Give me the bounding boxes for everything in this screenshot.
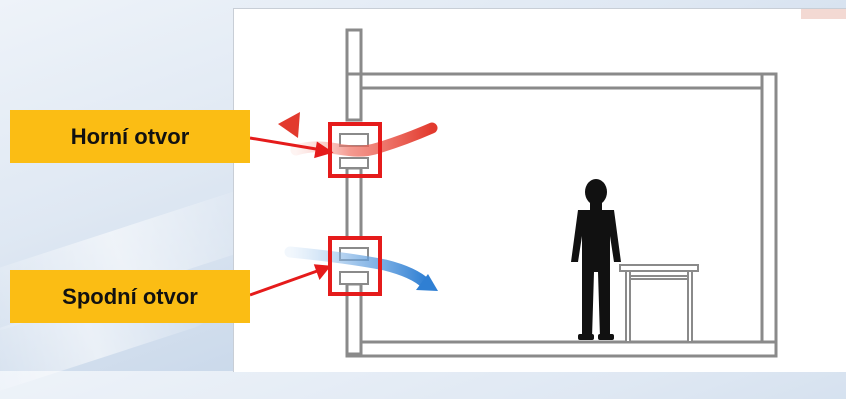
upper-callout-line — [249, 136, 323, 152]
upper-opening-label: Horní otvor — [10, 110, 250, 163]
cool-air-arrowhead — [416, 274, 438, 291]
person-silhouette — [571, 179, 621, 340]
lower-opening-sill — [339, 271, 369, 285]
openings — [339, 133, 369, 285]
building — [345, 28, 778, 358]
callout-arrows — [249, 136, 334, 297]
right-wall — [760, 72, 778, 358]
lower-opening-label: Spodní otvor — [10, 270, 250, 323]
ventilation-diagram — [249, 28, 778, 358]
corner-tab — [801, 9, 846, 19]
lower-callout-line — [249, 268, 321, 297]
upper-opening-sill — [339, 157, 369, 169]
upper-opening-frame — [339, 133, 369, 147]
diagram-panel — [233, 8, 846, 372]
cool-air-arrow — [284, 246, 432, 290]
upper-callout-arrowhead — [314, 141, 334, 159]
upper-opening-highlight — [328, 122, 382, 178]
warm-air-arrowhead — [278, 112, 300, 138]
lower-callout-arrowhead — [313, 264, 331, 281]
cool-air-flow — [284, 246, 438, 291]
roof-slab — [345, 72, 778, 90]
floor-slab — [345, 340, 778, 358]
table — [619, 264, 699, 343]
chimney — [345, 28, 363, 78]
left-wall-upper — [345, 72, 363, 122]
left-wall-middle — [345, 166, 363, 240]
